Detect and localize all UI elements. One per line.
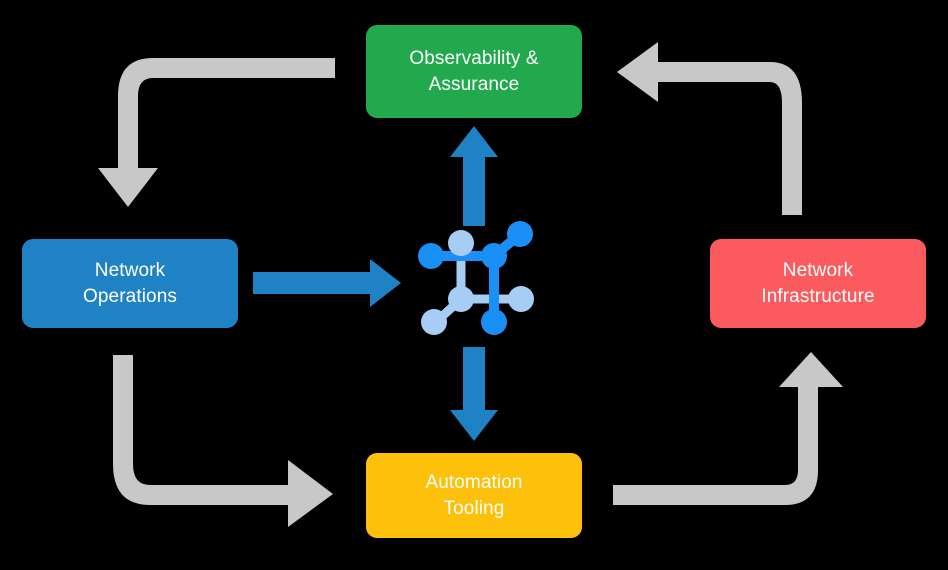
icon-node-right (508, 286, 534, 312)
node-observability-assurance[interactable]: Observability & Assurance (366, 25, 582, 118)
icon-node-mid-left (448, 286, 474, 312)
node-network-operations[interactable]: Network Operations (22, 239, 238, 328)
icon-node-top-right (507, 221, 533, 247)
arrow-center-to-observability (450, 126, 498, 226)
network-topology-icon (418, 221, 534, 335)
icon-node-bottom-left (421, 309, 447, 335)
icon-node-left (418, 243, 444, 269)
arrow-automation-to-infrastructure (613, 352, 843, 505)
node-network-infrastructure[interactable]: Network Infrastructure (710, 239, 926, 328)
icon-node-center (481, 243, 507, 269)
arrow-infrastructure-to-observability (617, 42, 802, 215)
arrow-operations-to-center (253, 259, 401, 307)
arrow-operations-to-automation (113, 355, 333, 527)
node-automation-tooling[interactable]: Automation Tooling (366, 453, 582, 538)
icon-node-bottom (481, 309, 507, 335)
arrow-observability-to-operations (98, 58, 335, 207)
arrow-center-to-automation (450, 347, 498, 441)
icon-node-top-left (448, 230, 474, 256)
